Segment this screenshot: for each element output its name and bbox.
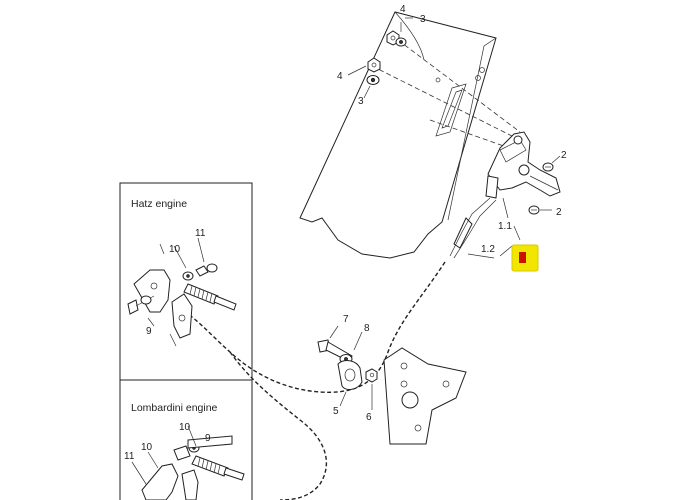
throttle-lever-assembly — [449, 131, 561, 259]
throttle-cable — [184, 261, 446, 500]
clamp-nut — [365, 368, 378, 383]
screw-lower — [528, 205, 540, 215]
highlight-marker — [511, 244, 539, 272]
cable-clamp — [337, 360, 363, 390]
lombardini-callout-10-right: 10 — [179, 422, 191, 433]
left-washer — [366, 75, 380, 85]
callout-clamp-washer: 8 — [364, 323, 370, 334]
callout-cable-clamp: 5 — [333, 406, 339, 417]
hatz-callout-11: 11 — [195, 228, 206, 239]
callout-screw-lower: 2 — [556, 207, 562, 218]
frame-plate — [299, 11, 497, 259]
lombardini-inset-title: Lombardini engine — [131, 402, 218, 414]
lombardini-callout-11: 11 — [124, 451, 135, 462]
hatz-engine-inset — [119, 182, 253, 381]
callout-labels: 4 3 4 3 2 2 1.1 1.2 7 8 5 6 Hatz engine … — [124, 4, 567, 462]
callout-clamp-bolt: 7 — [343, 314, 349, 325]
callout-top-washer: 3 — [420, 14, 426, 25]
lombardini-callout-9: 9 — [205, 433, 211, 444]
callout-screw-upper: 2 — [561, 150, 567, 161]
lombardini-callout-10-left: 10 — [141, 442, 153, 453]
hatz-inset-title: Hatz engine — [131, 198, 187, 210]
callout-cable: 1.2 — [481, 244, 495, 255]
callout-clamp-nut: 6 — [366, 412, 372, 423]
callout-top-nut: 4 — [400, 4, 406, 15]
hatz-callout-9: 9 — [146, 326, 152, 337]
mounting-axes — [371, 39, 521, 151]
callout-lever: 1.1 — [498, 221, 512, 232]
hatz-callout-10: 10 — [169, 244, 181, 255]
top-washer — [395, 37, 407, 47]
left-nut — [367, 57, 381, 73]
screw-upper — [542, 162, 554, 172]
lombardini-engine-inset — [119, 379, 253, 500]
callout-left-washer: 3 — [358, 96, 364, 107]
mounting-bracket — [383, 347, 467, 445]
callout-left-nut: 4 — [337, 71, 343, 82]
